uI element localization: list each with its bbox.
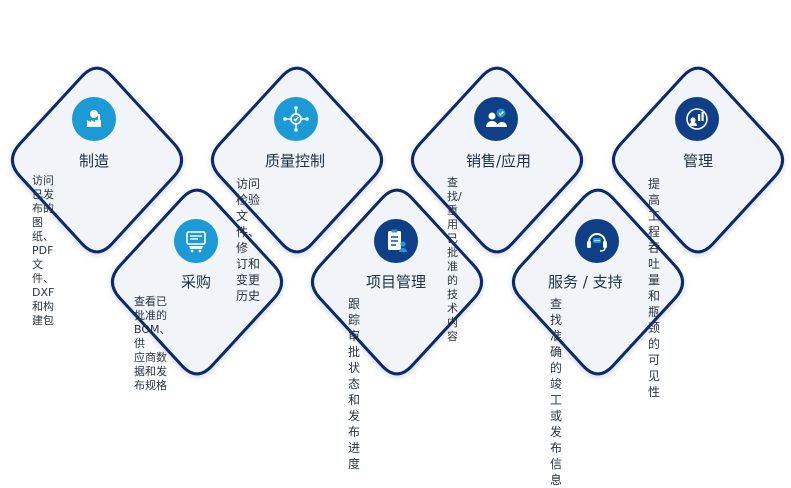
shopping-cart-icon — [174, 219, 218, 263]
checklist-person-icon — [374, 219, 418, 263]
card-description: 跟踪审批状态和发布进度 — [348, 297, 361, 471]
card-description: 提高工程吞吐量和瓶颈的可见性 — [648, 177, 661, 399]
card-description: 访问已发布的图纸、PDF文件、DXF和构建包 — [32, 174, 55, 327]
card-description: 查找准确的竣工或发布信息 — [550, 297, 563, 487]
card-bg-purchasing — [110, 188, 284, 376]
card-title: 服务 / 支持 — [548, 273, 623, 291]
user-group-check-icon — [474, 97, 518, 141]
card-title: 质量控制 — [265, 152, 326, 170]
card-bg-project — [310, 188, 484, 376]
card-bg-manufacturing — [10, 66, 184, 254]
card-title: 管理 — [683, 152, 714, 170]
card-bg-service — [511, 188, 685, 376]
workflow-diagram — [10, 66, 785, 376]
card-title: 销售/应用 — [466, 152, 532, 170]
factory-worker-icon — [72, 97, 116, 141]
network-shield-icon — [274, 97, 318, 141]
card-description: 查看已批准的BOM、供应商数据和发布规格 — [134, 295, 171, 392]
card-description: 查找/重用已批准的技术内容 — [447, 176, 462, 343]
headset-icon — [575, 219, 619, 263]
card-description: 访问检验文件、修订和变更历史 — [236, 177, 261, 303]
card-bg-management — [611, 66, 785, 254]
card-title: 项目管理 — [366, 273, 427, 291]
card-bg-sales — [410, 66, 584, 254]
chart-person-icon — [675, 97, 719, 141]
card-bg-quality — [210, 66, 384, 254]
card-title: 制造 — [79, 152, 110, 170]
card-title: 采购 — [181, 273, 212, 291]
